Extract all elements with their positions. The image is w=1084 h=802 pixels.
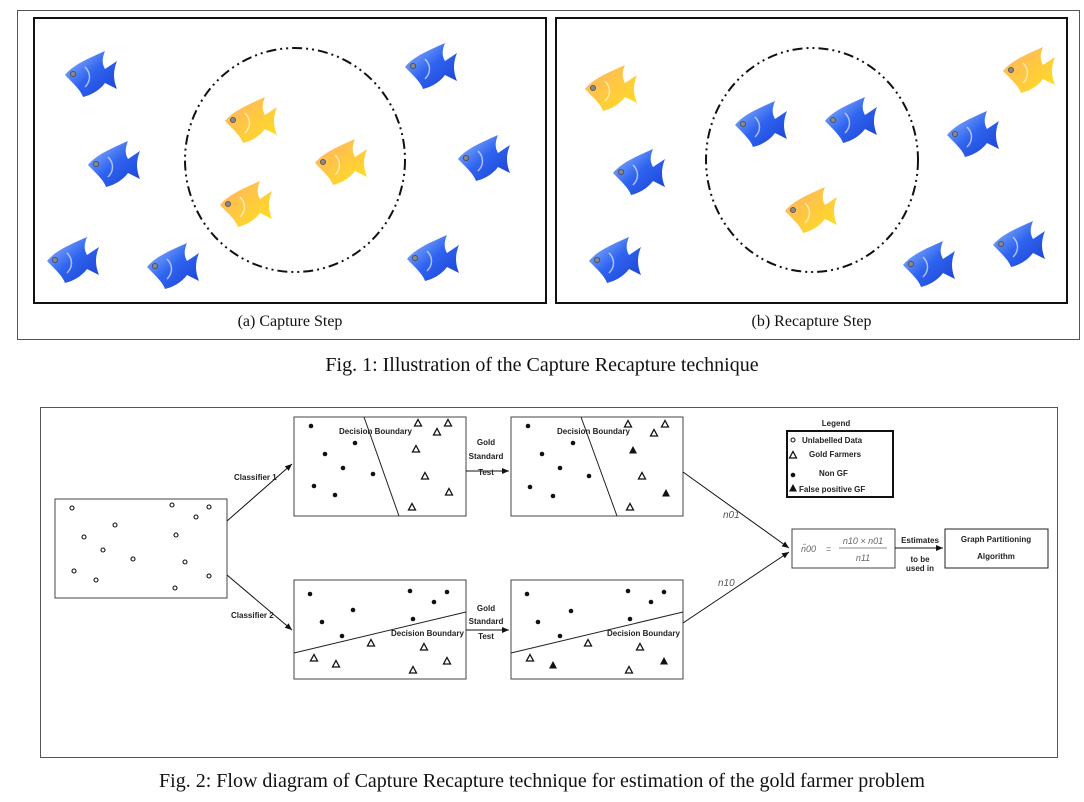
classifier-1-tested-box: Decision Boundary <box>510 416 684 517</box>
fish-icon-blue <box>612 148 666 196</box>
fish-icon-blue <box>146 242 200 290</box>
fish-icon-blue <box>457 134 511 182</box>
fish-icon-blue <box>824 96 878 144</box>
classifier-2-label: Classifier 2 <box>231 611 274 620</box>
decision-boundary-label: Decision Boundary <box>339 427 412 436</box>
recapture-step-illustration <box>584 46 1056 288</box>
fish-icon-blue <box>406 234 460 282</box>
fish-icon-orange <box>584 64 638 112</box>
legend-item: Unlabelled Data <box>802 436 863 445</box>
fish-icon-orange <box>314 138 368 186</box>
capture-step-label: (a) Capture Step <box>237 313 343 330</box>
legend-box: Unlabelled Data Gold Farmers Non GF Fals… <box>786 430 894 498</box>
decision-boundary-label: Decision Boundary <box>391 629 464 638</box>
classifier-1-label: Classifier 1 <box>234 473 277 482</box>
graph-partitioning-box: Graph Partitioning Algorithm <box>944 528 1049 569</box>
open-circle-icon <box>790 437 796 443</box>
figure-2-frame: Classifier 1 Classifier 2 Decision Bound… <box>40 407 1058 758</box>
figure-1-caption: Fig. 1: Illustration of the Capture Reca… <box>325 354 759 376</box>
svg-text:=: = <box>826 544 831 554</box>
unlabelled-data-box <box>54 498 228 599</box>
decision-boundary-label: Decision Boundary <box>607 629 680 638</box>
estimate-formula-box: n̂00 = n10 × n01 n11 <box>791 528 896 569</box>
formula-numerator: n10 × n01 <box>843 536 883 546</box>
n10-arrow <box>682 551 790 624</box>
n10-label: n10 <box>718 578 735 589</box>
n01-arrow <box>682 471 790 549</box>
fish-icon-blue <box>588 236 642 284</box>
graph-partitioning-label: Graph Partitioning <box>961 535 1031 544</box>
capture-step-illustration <box>46 42 511 290</box>
fish-icon-orange <box>219 180 273 228</box>
fish-icon-blue <box>946 110 1000 158</box>
gold-standard-label: Standard <box>469 452 504 461</box>
formula-lhs: n̂00 <box>801 544 816 554</box>
graph-partitioning-label: Algorithm <box>977 552 1015 561</box>
recapture-step-label: (b) Recapture Step <box>751 313 872 330</box>
fish-icon-blue <box>404 42 458 90</box>
gold-standard-label: Standard <box>469 617 504 626</box>
fish-icon-orange <box>224 96 278 144</box>
gold-standard-label: Gold <box>477 604 495 613</box>
fish-icon-blue <box>734 100 788 148</box>
figure-1-frame <box>17 10 1080 340</box>
classifier-1-result-box: Decision Boundary <box>293 416 467 517</box>
estimates-label: Estimates <box>901 536 939 545</box>
figure-2-caption: Fig. 2: Flow diagram of Capture Recaptur… <box>159 770 925 792</box>
to-be-used-in-label: used in <box>906 564 934 573</box>
classifier-2-arrow <box>226 574 293 631</box>
fish-icon-blue <box>87 140 141 188</box>
gold-standard-label: Test <box>478 632 494 641</box>
gold-standard-label: Gold <box>477 438 495 447</box>
filled-circle-icon <box>790 472 796 478</box>
n01-label: n01 <box>723 510 740 521</box>
legend-title: Legend <box>822 419 851 428</box>
formula-denominator: n11 <box>856 553 870 563</box>
gold-standard-label: Test <box>478 468 494 477</box>
fish-icon-blue <box>46 236 100 284</box>
classifier-2-tested-box: Decision Boundary <box>510 579 684 680</box>
fish-icon-blue <box>992 220 1046 268</box>
fish-icon-orange <box>784 186 838 234</box>
decision-boundary-label: Decision Boundary <box>557 427 630 436</box>
to-be-used-in-label: to be <box>910 555 930 564</box>
legend-item: Non GF <box>819 469 848 478</box>
fish-icon-blue <box>902 240 956 288</box>
legend-item: Gold Farmers <box>809 450 862 459</box>
recapture-step-panel <box>555 17 1068 304</box>
capture-step-panel <box>33 17 547 304</box>
classifier-1-arrow <box>226 463 293 522</box>
flow-diagram: Classifier 1 Classifier 2 Decision Bound… <box>54 416 1049 680</box>
fish-icon-orange <box>1002 46 1056 94</box>
classifier-2-result-box: Decision Boundary <box>293 579 467 680</box>
legend-item: False positive GF <box>799 485 865 494</box>
fish-icon-blue <box>64 50 118 98</box>
